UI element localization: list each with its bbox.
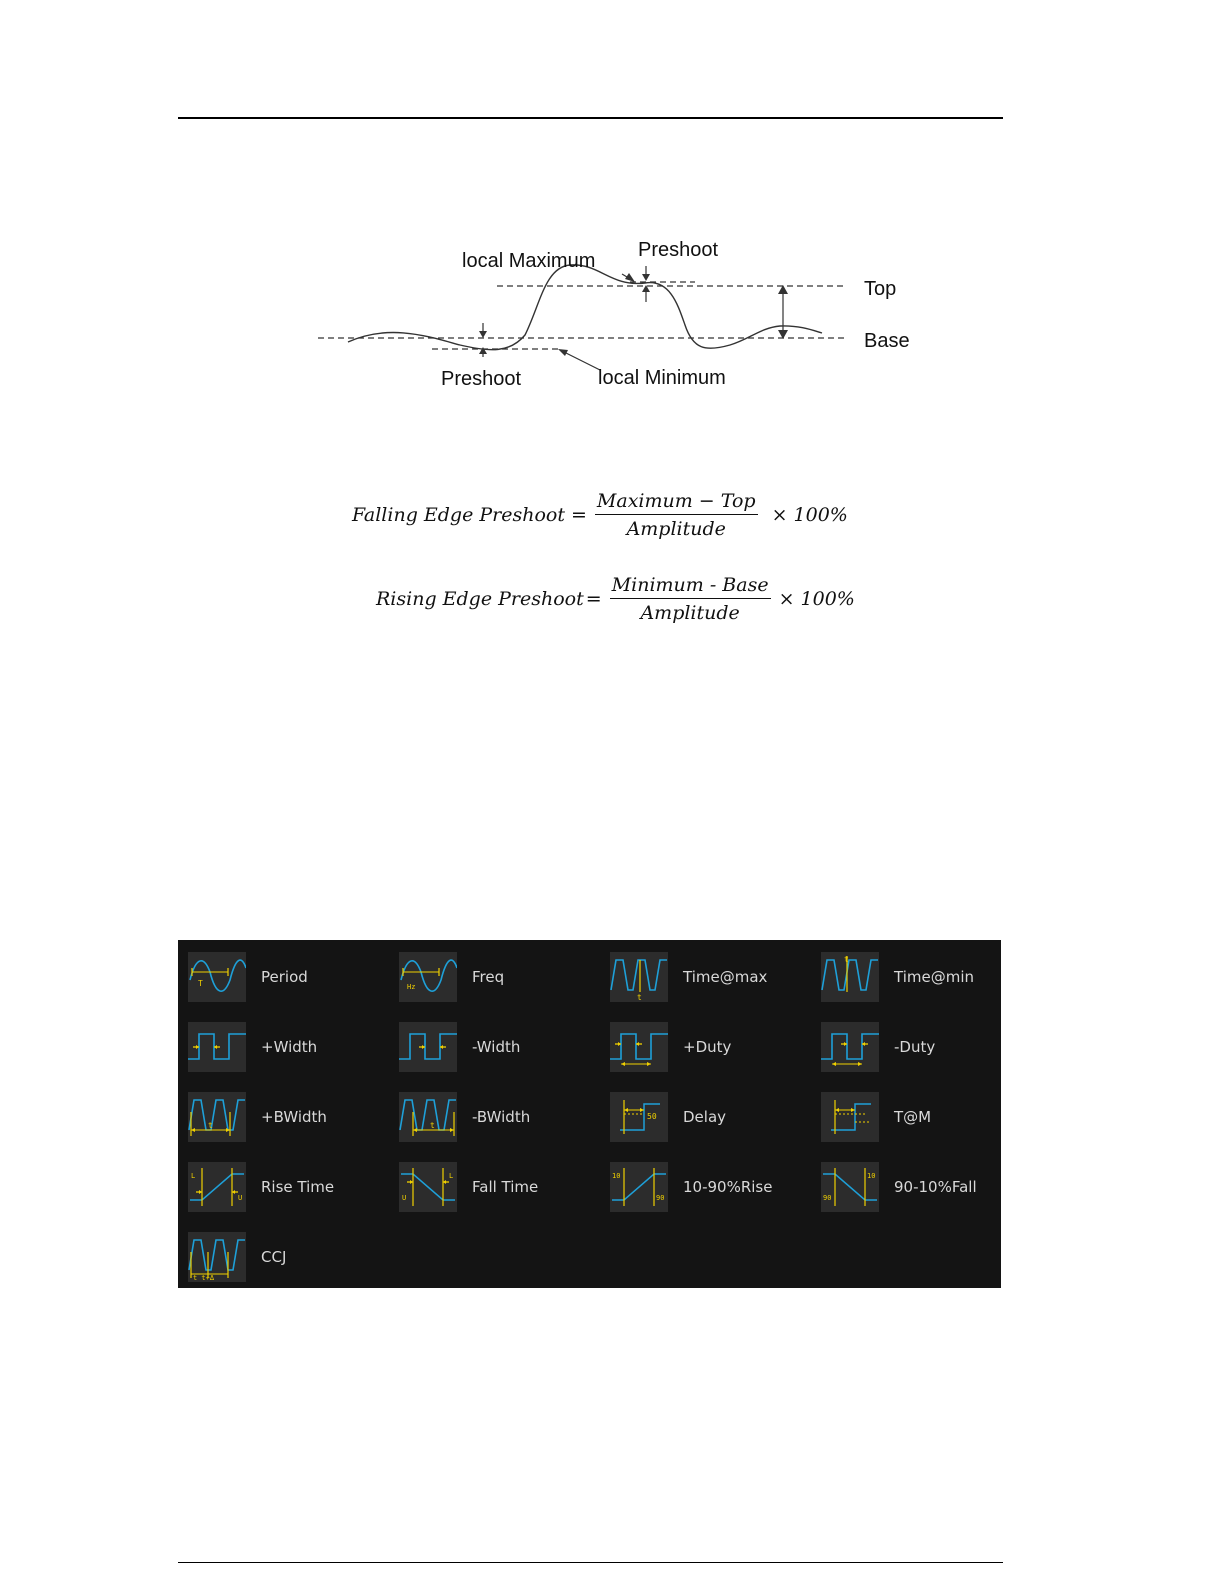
measurement-item-ccj[interactable]: t t+Δ CCJ: [188, 1231, 286, 1283]
svg-text:t: t: [844, 955, 849, 964]
svg-text:L: L: [449, 1172, 453, 1180]
local-minimum-pointer: [561, 350, 601, 371]
measurement-item-width[interactable]: +Width: [188, 1021, 317, 1073]
rise-10-90-icon: 10 90: [610, 1162, 668, 1212]
plus-duty-icon: [610, 1022, 668, 1072]
measurement-label: -Duty: [894, 1038, 936, 1056]
measurement-label: Time@min: [894, 968, 974, 986]
svg-text:90: 90: [823, 1194, 831, 1202]
measurement-item-duty[interactable]: +Duty: [610, 1021, 731, 1073]
formula-fraction: Minimum - Base Amplitude: [609, 574, 771, 624]
measurement-item-time-max[interactable]: t Time@max: [610, 951, 767, 1003]
measurement-item-bwidth[interactable]: t -BWidth: [399, 1091, 530, 1143]
measurement-label: Rise Time: [261, 1178, 335, 1196]
header-rule: [178, 117, 1003, 119]
measurement-item-delay[interactable]: 50 Delay: [610, 1091, 726, 1143]
svg-text:90: 90: [656, 1194, 664, 1202]
measurement-label: Time@max: [683, 968, 768, 986]
minus-duty-icon: [821, 1022, 879, 1072]
preshoot-top-label: Preshoot: [638, 239, 718, 261]
formula-numerator: Minimum - Base: [609, 574, 771, 599]
measurement-item-period[interactable]: T Period: [188, 951, 308, 1003]
measurement-label: +Width: [261, 1038, 318, 1056]
measurement-item-t-m[interactable]: T@M: [821, 1091, 931, 1143]
svg-text:10: 10: [612, 1172, 620, 1180]
measurement-label: 10-90%Rise: [683, 1178, 773, 1196]
freq-icon: Hz: [399, 952, 457, 1002]
measurement-item-10-90-rise[interactable]: 10 90 10-90%Rise: [610, 1161, 772, 1213]
svg-text:t t+Δ: t t+Δ: [193, 1274, 215, 1282]
top-label: Top: [864, 278, 896, 300]
time-at-max-icon: t: [610, 952, 668, 1002]
formula-equals: =: [570, 504, 587, 526]
measurement-label: Period: [261, 968, 308, 986]
svg-text:50: 50: [647, 1112, 657, 1121]
measurement-item-freq[interactable]: Hz Freq: [399, 951, 504, 1003]
period-icon: T: [188, 952, 246, 1002]
measurement-label: Fall Time: [472, 1178, 539, 1196]
formula-denominator: Amplitude: [626, 518, 726, 540]
formula-equals: =: [585, 588, 602, 610]
svg-text:L: L: [191, 1172, 195, 1180]
minus-width-icon: [399, 1022, 457, 1072]
formula-factor: × 100%: [771, 504, 848, 526]
delay-icon: 50: [610, 1092, 668, 1142]
formula-lhs: Falling Edge Preshoot: [352, 504, 565, 526]
measurement-label: CCJ: [261, 1248, 287, 1266]
time-at-min-icon: t: [821, 952, 879, 1002]
measurement-item-duty[interactable]: -Duty: [821, 1021, 935, 1073]
measurement-label: T@M: [894, 1108, 932, 1126]
rising-edge-preshoot-formula: Rising Edge Preshoot = Minimum - Base Am…: [376, 574, 855, 624]
local-maximum-label: local Maximum: [462, 250, 595, 272]
footer-rule: [178, 1562, 1003, 1563]
svg-text:t: t: [208, 1121, 213, 1130]
waveform-curve: [347, 264, 823, 351]
preshoot-bottom-label: Preshoot: [441, 368, 521, 390]
ccj-icon: t t+Δ: [188, 1232, 246, 1282]
measurement-label: -BWidth: [472, 1108, 531, 1126]
measurement-item-90-10-fall[interactable]: 90 10 90-10%Fall: [821, 1161, 977, 1213]
t-at-m-icon: [821, 1092, 879, 1142]
base-label: Base: [864, 330, 910, 352]
svg-text:Hz: Hz: [407, 983, 415, 991]
formula-numerator: Maximum − Top: [594, 490, 758, 515]
minus-bwidth-icon: t: [399, 1092, 457, 1142]
svg-text:t: t: [430, 1121, 435, 1130]
plus-width-icon: [188, 1022, 246, 1072]
formula-fraction: Maximum − Top Amplitude: [594, 490, 758, 540]
preshoot-diagram: local Maximum Preshoot Top Base Preshoot…: [318, 239, 910, 390]
svg-text:U: U: [402, 1194, 406, 1202]
measurement-label: 90-10%Fall: [894, 1178, 977, 1196]
fall-90-10-icon: 90 10: [821, 1162, 879, 1212]
svg-text:T: T: [198, 979, 203, 988]
formula-denominator: Amplitude: [640, 602, 740, 624]
svg-text:U: U: [238, 1194, 242, 1202]
measurement-label: -Width: [472, 1038, 521, 1056]
svg-text:t: t: [637, 993, 642, 1002]
falling-edge-preshoot-formula: Falling Edge Preshoot = Maximum − Top Am…: [352, 490, 848, 540]
svg-text:10: 10: [867, 1172, 875, 1180]
measurement-label: Freq: [472, 968, 505, 986]
measurement-label: Delay: [683, 1108, 727, 1126]
local-minimum-label: local Minimum: [598, 367, 726, 389]
formula-factor: × 100%: [778, 588, 855, 610]
measurement-item-width[interactable]: -Width: [399, 1021, 520, 1073]
measurement-label: +BWidth: [261, 1108, 327, 1126]
formula-lhs: Rising Edge Preshoot: [376, 588, 584, 610]
plus-bwidth-icon: t: [188, 1092, 246, 1142]
measurement-item-bwidth[interactable]: t +BWidth: [188, 1091, 327, 1143]
measurement-label: +Duty: [683, 1038, 732, 1056]
